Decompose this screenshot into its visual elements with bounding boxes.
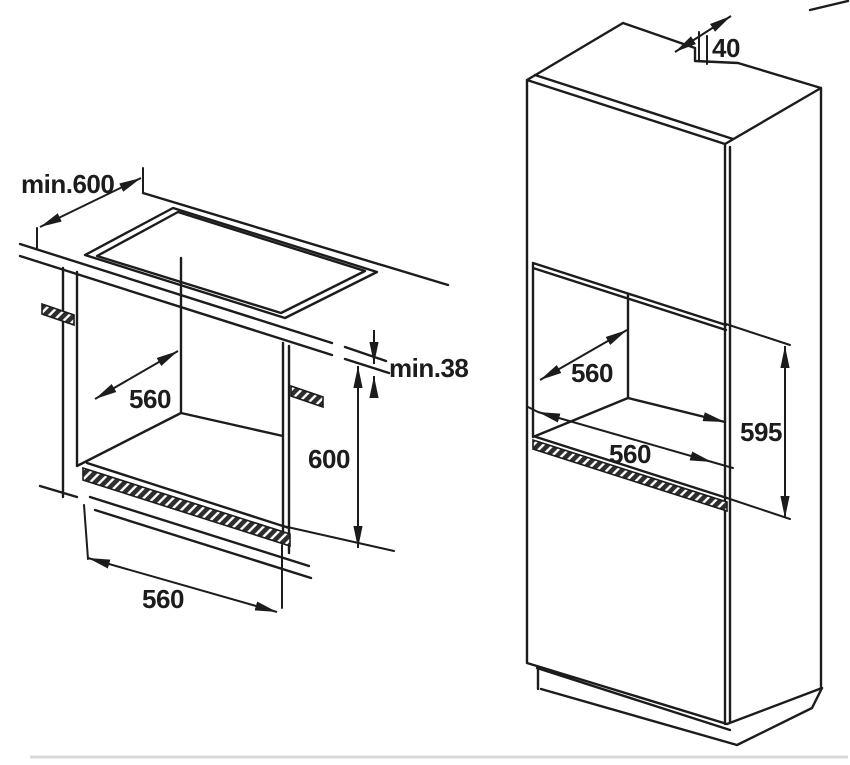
right-side-rail-hatch [290, 384, 324, 409]
niche-floor-back-edge [626, 396, 727, 424]
extension-lines-left [36, 167, 395, 609]
dim-niche-depth-arrow-right [539, 329, 628, 381]
dim-niche-depth-arrow [94, 350, 179, 400]
bottom-panel-hatch [82, 466, 291, 548]
dim-worktop-depth-arrow [39, 177, 142, 228]
right-drawing-tall-cabinet: 40 560 560 595 [525, 0, 850, 747]
extension-lines-right [527, 323, 791, 520]
dim-niche-width-arrow-right [537, 411, 713, 463]
left-side-rail-hatch [41, 302, 75, 327]
label-niche-width-right: 560 [609, 439, 651, 469]
label-rear-gap: 40 [712, 33, 740, 63]
niche-edges [531, 261, 729, 500]
dim-niche-width-arrow [87, 557, 278, 613]
label-niche-height-right: 595 [740, 417, 782, 447]
label-worktop-thickness: min.38 [389, 353, 468, 383]
worktop-cutout-inner [95, 210, 367, 315]
label-niche-depth-left: 560 [129, 384, 171, 414]
label-niche-width-left: 560 [142, 584, 184, 614]
label-niche-height-left: 600 [308, 444, 350, 474]
base-cabinet-structure [38, 256, 313, 580]
worktop-cutout-outer [83, 206, 379, 320]
tall-cabinet-outline [525, 0, 850, 747]
left-drawing-built-under-niche: min.600 560 min.38 600 560 [18, 167, 469, 614]
label-worktop-depth: min.600 [21, 169, 114, 199]
worktop-edges [18, 191, 450, 375]
dim-rear-gap-arrow [674, 15, 732, 53]
label-niche-depth-right: 560 [571, 358, 613, 388]
